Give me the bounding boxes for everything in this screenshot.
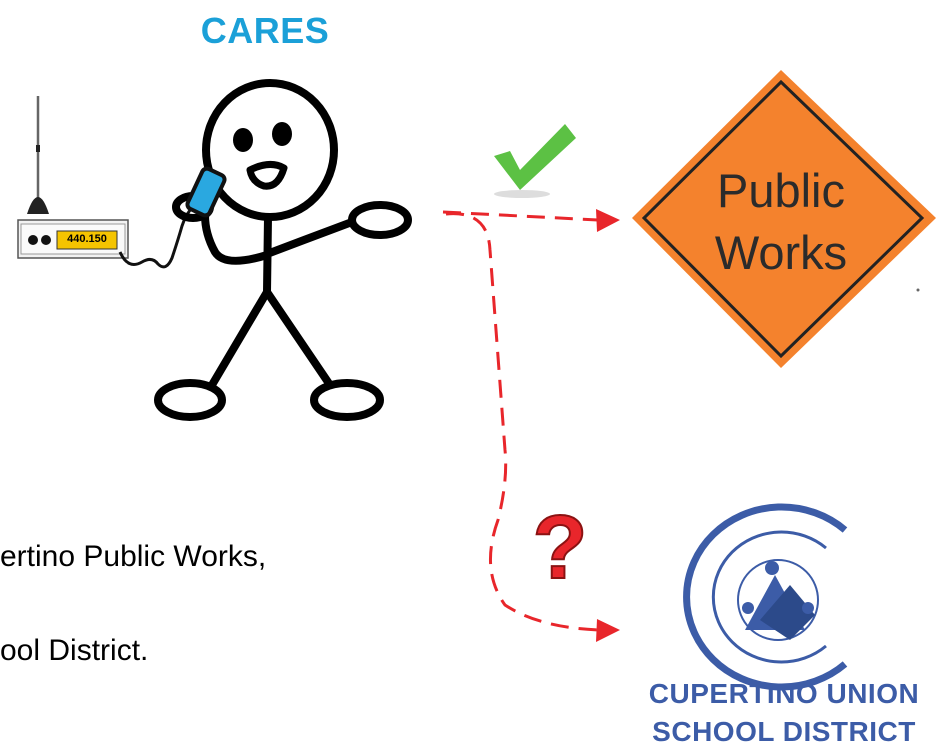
checkmark-icon <box>494 124 576 198</box>
face <box>233 122 292 190</box>
diagram-title: CARES <box>200 10 330 51</box>
body-text-line2: ool District. <box>0 634 149 667</box>
sign-text-line1: Public <box>716 164 845 217</box>
logo-text-line2: SCHOOL DISTRICT <box>652 716 916 747</box>
logo-text-line1: CUPERTINO UNION <box>648 678 920 709</box>
logo-c-icon <box>683 503 848 691</box>
svg-text:?: ? <box>533 498 588 598</box>
question-mark-icon: ? <box>532 497 589 599</box>
phone-cord <box>118 206 194 269</box>
arrow-to-public-works <box>442 209 620 232</box>
sign-text-line2: Works <box>714 226 848 279</box>
radio-frequency-label: 440.150 <box>67 233 107 245</box>
phone-icon <box>185 166 227 218</box>
radio-icon <box>17 219 129 259</box>
arrow-to-school-district <box>445 212 620 642</box>
public-works-sign <box>628 62 940 374</box>
antenna-icon <box>27 96 49 214</box>
body-text-line1: ertino Public Works, <box>0 540 267 573</box>
